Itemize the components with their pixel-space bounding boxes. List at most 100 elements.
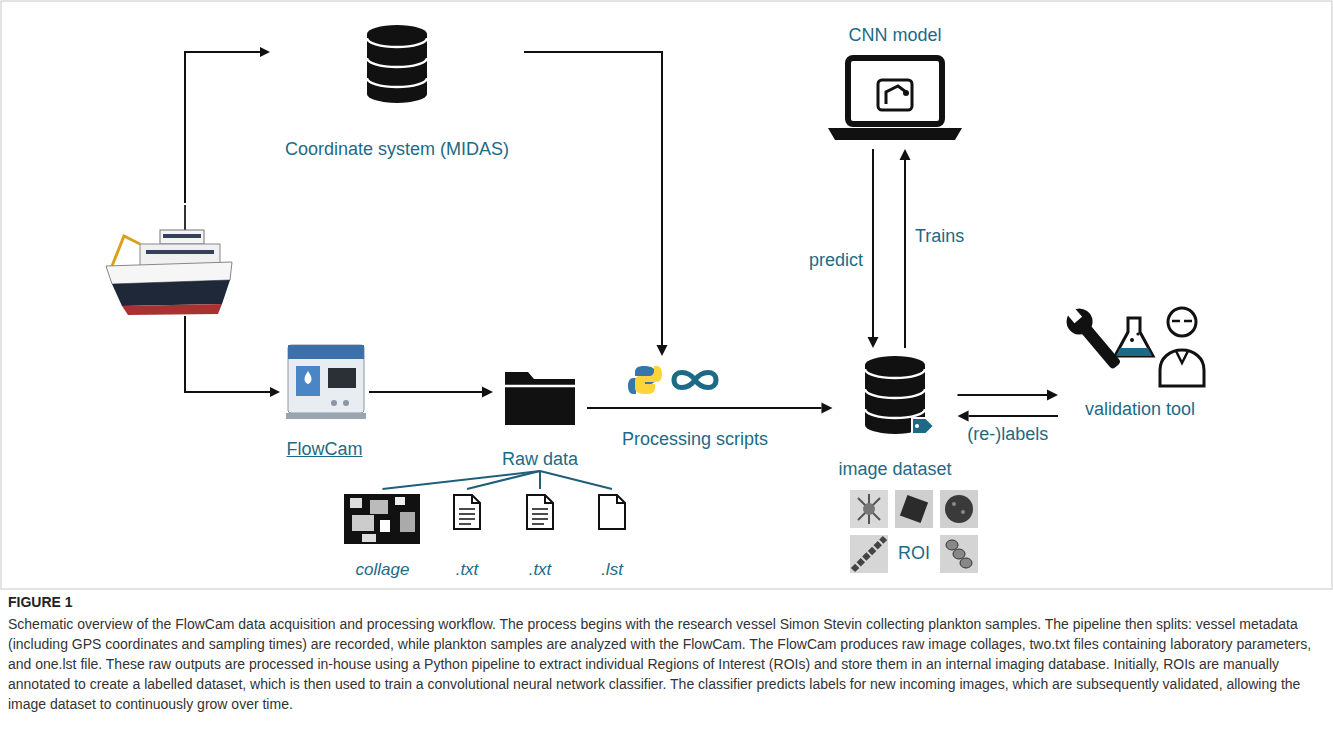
- flowcam-instrument: [288, 345, 364, 413]
- connector: [540, 471, 541, 489]
- roi-images: [960, 558, 972, 568]
- connector-line: [383, 471, 541, 489]
- ship-sample-line: [185, 316, 280, 397]
- arrowhead: [657, 345, 668, 356]
- laptop-icon: [848, 58, 942, 124]
- ship-illustration: [112, 280, 230, 306]
- validation-icon: [1160, 350, 1204, 386]
- pipeline-line: [608, 408, 782, 409]
- connector: [900, 149, 911, 348]
- connector: [958, 390, 1058, 401]
- arrowhead: [821, 403, 832, 414]
- connector: [868, 149, 879, 348]
- folder-icon: [505, 385, 575, 388]
- flowcam-instrument: [286, 413, 366, 419]
- ship-sample-line: [185, 316, 272, 392]
- file-icon: [599, 495, 625, 529]
- connector-line: [467, 471, 540, 489]
- connector: [540, 471, 612, 489]
- node-label: CNN model: [848, 25, 941, 46]
- collage-icon: [380, 520, 390, 532]
- collage-icon: [370, 500, 388, 514]
- validation-icon: [1059, 300, 1127, 374]
- roi-images: [900, 495, 928, 523]
- instrument-node: FlowCam: [282, 332, 367, 460]
- ship-illustration: [163, 234, 201, 238]
- connector-line: [904, 160, 906, 348]
- arrowhead: [958, 411, 969, 422]
- ship-illustration: [122, 304, 222, 315]
- laptop-icon: [828, 128, 962, 140]
- collage-icon: [344, 494, 420, 544]
- roi-images: [858, 494, 880, 524]
- connector: [780, 403, 832, 414]
- roi-images: [850, 490, 888, 528]
- file-node: .lst: [594, 490, 630, 580]
- arrowhead: [482, 387, 493, 398]
- connector-line: [969, 415, 1058, 417]
- ship-metadata-line: [260, 47, 270, 57]
- file-icon: [454, 495, 625, 529]
- roi-images: [850, 535, 888, 573]
- validation-icon: [1061, 303, 1098, 340]
- node-label: collage: [356, 560, 410, 580]
- model-node: CNN model: [820, 25, 970, 147]
- database-icon: [912, 418, 934, 434]
- connector-line: [540, 471, 612, 489]
- connector: [587, 408, 610, 409]
- file-icon: [527, 495, 553, 529]
- validation-icon: [1130, 338, 1134, 342]
- connector: [524, 52, 668, 356]
- ship-metadata-line: [185, 47, 270, 203]
- validation-icon: [1059, 300, 1204, 386]
- file-icon: [454, 495, 480, 529]
- python-logo: [628, 366, 662, 394]
- database-node: image dataset: [834, 350, 955, 480]
- connector: [467, 471, 540, 489]
- ship-illustration: [146, 250, 214, 254]
- connector-line: [958, 394, 1047, 396]
- pipeline-line: [608, 407, 782, 409]
- flowcam-instrument: [296, 366, 320, 396]
- flowcam-instrument: [305, 371, 312, 384]
- collage-icon: [400, 512, 415, 532]
- node-label: Raw data: [502, 449, 578, 470]
- ship-illustration: [112, 236, 140, 266]
- part-label: ROI: [898, 543, 930, 564]
- figure-caption: Schematic overview of the FlowCam data a…: [8, 614, 1325, 714]
- connector-line: [780, 407, 821, 409]
- roi-images: [946, 540, 958, 550]
- laptop-icon: [878, 80, 912, 110]
- laptop-icon: [886, 86, 906, 104]
- arrowhead: [1047, 390, 1058, 401]
- edge-label: predict: [807, 250, 865, 271]
- database-icon: [915, 424, 919, 428]
- node-label: .txt: [529, 560, 552, 580]
- database-icon: [865, 356, 934, 434]
- validation-icon: [1168, 308, 1196, 336]
- connector-line: [872, 149, 874, 337]
- collage-icon: [362, 534, 376, 542]
- figure-title: FIGURE 1: [8, 594, 73, 610]
- python-logo: [635, 366, 662, 394]
- node-label: .txt: [456, 560, 479, 580]
- folder-icon: [505, 372, 575, 425]
- connector-line: [369, 391, 482, 393]
- folder-icon: [505, 372, 575, 425]
- roi-images: [940, 490, 978, 528]
- roi-images: [853, 538, 885, 570]
- edge-label: Trains: [913, 226, 966, 247]
- connector-line: [524, 52, 662, 345]
- ship-illustration: [106, 205, 232, 315]
- flowcam-instrument: [286, 345, 366, 419]
- node-label: validation tool: [1085, 399, 1195, 420]
- laptop-icon: [903, 90, 909, 96]
- node-label: Processing scripts: [622, 429, 768, 450]
- collage-icon: [350, 498, 362, 508]
- flowcam-instrument: [331, 400, 337, 406]
- roi-images: [863, 503, 875, 515]
- database-icon: [367, 25, 427, 103]
- folder-node: Raw data: [495, 360, 585, 470]
- ship-illustration: [184, 205, 186, 232]
- file-node: collage: [340, 490, 425, 580]
